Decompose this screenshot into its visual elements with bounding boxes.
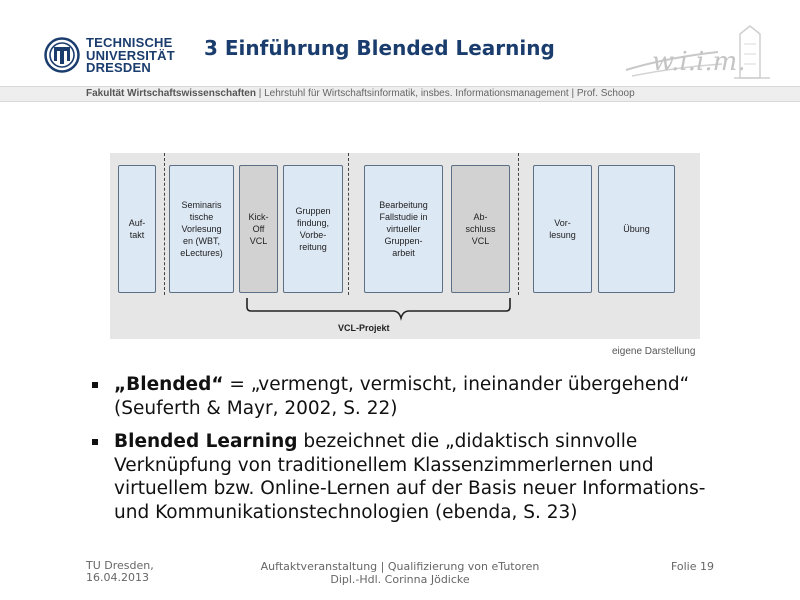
bullet-item: Blended Learning bezeichnet die „didakti… [92, 430, 742, 524]
box-label: Ab- schluss VCL [465, 212, 496, 246]
process-box-vorlesung: Vor- lesung [533, 165, 592, 293]
footer-institution: TU Dresden, 16.04.2013 [86, 560, 154, 584]
footer-event-title: Auftaktveranstaltung | Qualifizierung vo… [260, 560, 540, 573]
faculty-bar: Fakultät Wirtschaftswissenschaften | Leh… [0, 86, 800, 102]
bullet-text: bezeichnet die „didaktisch sinnvolle Ver… [114, 431, 706, 523]
faculty-name: Fakultät Wirtschaftswissenschaften [86, 88, 256, 99]
process-box-auftakt: Auf- takt [118, 165, 156, 293]
slide-title: 3 Einführung Blended Learning [204, 36, 555, 60]
box-label: Übung [623, 224, 650, 234]
bullet-term: „Blended“ [114, 374, 224, 395]
bullet-term: Blended Learning [114, 431, 298, 452]
slide-header: TECHNISCHE UNIVERSITÄT DRESDEN 3 Einführ… [0, 0, 800, 86]
slide-number: Folie 19 [670, 560, 714, 573]
tu-dresden-logo-icon [44, 37, 80, 73]
bullet-item: „Blended“ = „vermengt, vermischt, ineina… [92, 373, 742, 420]
footer-presenter: Dipl.-Hdl. Corinna Jödicke [330, 573, 470, 586]
box-label: Kick- Off VCL [248, 212, 269, 246]
process-box-uebung: Übung [598, 165, 675, 293]
process-box-abschluss: Ab- schluss VCL [451, 165, 510, 293]
university-name: TECHNISCHE UNIVERSITÄT DRESDEN [86, 35, 175, 75]
chair-info: | Lehrstuhl für Wirtschaftsinformatik, i… [255, 88, 635, 99]
process-box-vorlesungen: Seminaris tische Vorlesung en (WBT, eLec… [169, 165, 234, 293]
process-box-fallstudie: Bearbeitung Fallstudie in virtueller Gru… [364, 165, 443, 293]
bullet-marker-icon [92, 439, 98, 445]
svg-text:w.i.i.m.: w.i.i.m. [652, 47, 746, 77]
phase-divider [348, 153, 349, 295]
box-label: Seminaris tische Vorlesung en (WBT, eLec… [180, 200, 223, 258]
box-label: Gruppen findung, Vorbe- reitung [295, 206, 331, 252]
wiim-logo-icon: w.i.i.m. [625, 25, 770, 79]
box-label: Bearbeitung Fallstudie in virtueller Gru… [379, 200, 428, 258]
process-box-kickoff: Kick- Off VCL [239, 165, 278, 293]
process-box-gruppenfindung: Gruppen findung, Vorbe- reitung [283, 165, 343, 293]
vcl-project-label: VCL-Projekt [338, 323, 390, 333]
phase-divider [518, 153, 519, 295]
bullet-text: = „vermengt, vermischt, ineinander überg… [114, 374, 690, 419]
faculty-text: Fakultät Wirtschaftswissenschaften | Leh… [86, 87, 635, 101]
phase-divider [164, 153, 165, 295]
university-line: TECHNISCHE [86, 35, 173, 50]
bullet-list: „Blended“ = „vermengt, vermischt, ineina… [92, 373, 742, 534]
footer-university: TU Dresden, [86, 559, 154, 572]
bullet-marker-icon [92, 382, 98, 388]
blended-learning-diagram: Auf- takt Seminaris tische Vorlesung en … [110, 153, 700, 339]
box-label: Vor- lesung [549, 218, 576, 240]
footer-event: Auftaktveranstaltung | Qualifizierung vo… [230, 560, 570, 586]
university-line: UNIVERSITÄT [86, 47, 175, 63]
box-label: Auf- takt [128, 218, 146, 240]
university-line: DRESDEN [86, 60, 151, 75]
figure-credit: eigene Darstellung [612, 346, 696, 357]
vcl-project-brace [246, 298, 511, 321]
footer-date: 16.04.2013 [86, 571, 149, 584]
